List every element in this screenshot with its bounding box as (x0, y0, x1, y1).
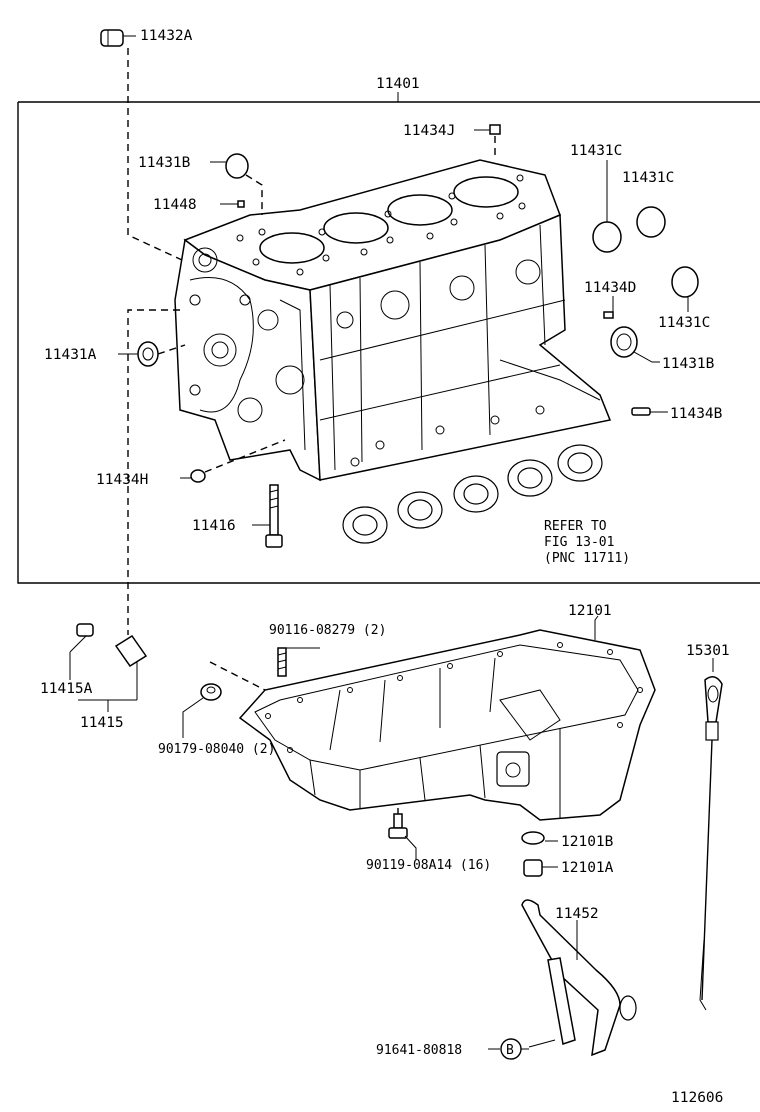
part-11452-strainer (521, 899, 637, 1057)
callout-12101: 12101 (568, 603, 612, 619)
callout-12101A: 12101A (561, 860, 614, 876)
figure-number: 112606 (671, 1090, 723, 1106)
dashed-leader-11415 (127, 309, 180, 635)
part-11431C-2 (636, 206, 666, 238)
callout-11452: 11452 (555, 906, 599, 922)
main-bearings (342, 444, 603, 544)
part-11415A-bolt (69, 623, 94, 680)
part-11416 (252, 484, 283, 548)
callout-11434D: 11434D (584, 280, 636, 296)
callout-11432A: 11432A (140, 28, 193, 44)
callout-15301: 15301 (686, 643, 730, 659)
callout-11415: 11415 (80, 715, 124, 731)
circle-b-marker (488, 1038, 529, 1060)
callout-11401: 11401 (376, 76, 420, 92)
part-11432A (100, 29, 136, 47)
part-15301-dipstick (699, 658, 723, 1011)
refer-note-line3: (PNC 11711) (544, 551, 630, 566)
dashed-leader-11432A (127, 48, 183, 261)
group-bracket-11401 (17, 101, 760, 584)
part-11431C-1 (592, 160, 622, 253)
part-12101A (523, 859, 558, 877)
part-11448 (220, 200, 245, 208)
callout-11431B: 11431B (662, 356, 715, 372)
callout-11415A: 11415A (40, 681, 93, 697)
oil-pan (238, 615, 656, 821)
part-11415-sleeve (114, 634, 148, 700)
part-11434H (180, 439, 286, 483)
part-90179-08040 (182, 661, 266, 738)
part-11434B (631, 407, 668, 416)
callout-11448: 11448 (153, 197, 197, 213)
part-12101B (521, 831, 558, 845)
part-11431B-top (210, 153, 263, 215)
part-90119-08A14 (388, 813, 417, 860)
callout-11434H: 11434H (96, 472, 148, 488)
refer-note-line2: FIG 13-01 (544, 535, 614, 550)
callout-90179-08040: 90179-08040 (2) (158, 742, 275, 757)
callout-11416: 11416 (192, 518, 236, 534)
callout-11431C-1: 11431C (570, 143, 622, 159)
callout-90116-08279: 90116-08279 (2) (269, 623, 386, 638)
callout-11431B-top: 11431B (138, 155, 191, 171)
part-11434J (474, 124, 501, 160)
callout-11431C-2: 11431C (622, 170, 674, 186)
part-11431C-3 (671, 266, 699, 312)
callout-90119-08A14: 90119-08A14 (16) (366, 858, 491, 873)
callout-11434B: 11434B (670, 406, 723, 422)
callout-11434J: 11434J (403, 123, 455, 139)
callout-12101B: 12101B (561, 834, 614, 850)
callout-11431A: 11431A (44, 347, 97, 363)
part-11434D (603, 296, 614, 319)
part-11431B (610, 326, 660, 363)
part-90116-08279 (277, 647, 320, 677)
cylinder-block (174, 159, 612, 482)
callout-11431C-3: 11431C (658, 315, 710, 331)
refer-note-line1: REFER TO (544, 519, 607, 534)
circle-b-label: B (506, 1043, 514, 1058)
callout-91641-80818: 91641-80818 (376, 1043, 462, 1058)
